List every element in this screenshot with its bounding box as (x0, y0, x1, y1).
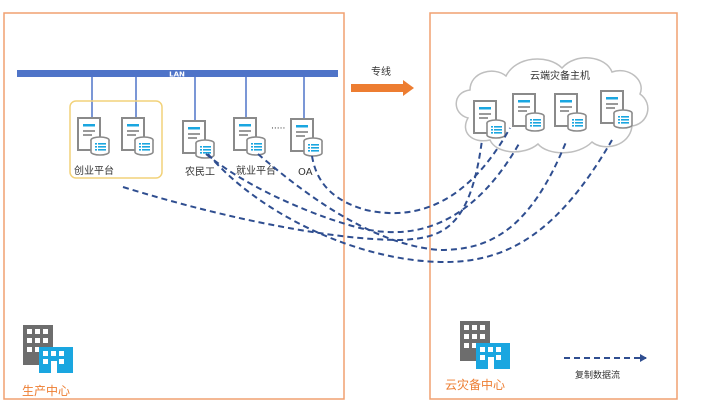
server-label: OA (298, 167, 313, 178)
building-icon (23, 325, 73, 373)
lan-bar (17, 70, 338, 77)
server-label: 就业平台 (236, 164, 276, 177)
legend-label: 复制数据流 (575, 369, 620, 381)
server-icon (77, 117, 110, 156)
disaster-recovery-center-label: 云灾备中心 (445, 377, 505, 392)
dedicated-line-label: 专线 (371, 65, 391, 78)
disaster-recovery-center-box (429, 12, 678, 400)
server-icon (182, 120, 215, 159)
flow-line (257, 141, 567, 252)
server-icon (233, 117, 266, 156)
flow-line (311, 127, 511, 215)
server-label: 农民工 (185, 165, 215, 178)
server-label: 创业平台 (74, 164, 114, 177)
lan-connectors (91, 77, 305, 120)
production-center-box (3, 12, 345, 400)
flow-line (207, 139, 613, 264)
replication-flows (122, 127, 613, 264)
server-icon (290, 118, 323, 157)
cloud-label: 云端灾备主机 (530, 69, 590, 82)
building-icon (460, 321, 510, 369)
entrepreneurship-group-highlight (69, 100, 163, 179)
server-icon (121, 117, 154, 156)
flow-line (122, 139, 483, 242)
flow-line (205, 141, 521, 234)
production-center-label: 生产中心 (22, 383, 70, 398)
lan-label: LAN (169, 71, 185, 79)
ellipsis-dots: ····· (271, 124, 285, 134)
dedicated-line-arrow (351, 80, 414, 96)
